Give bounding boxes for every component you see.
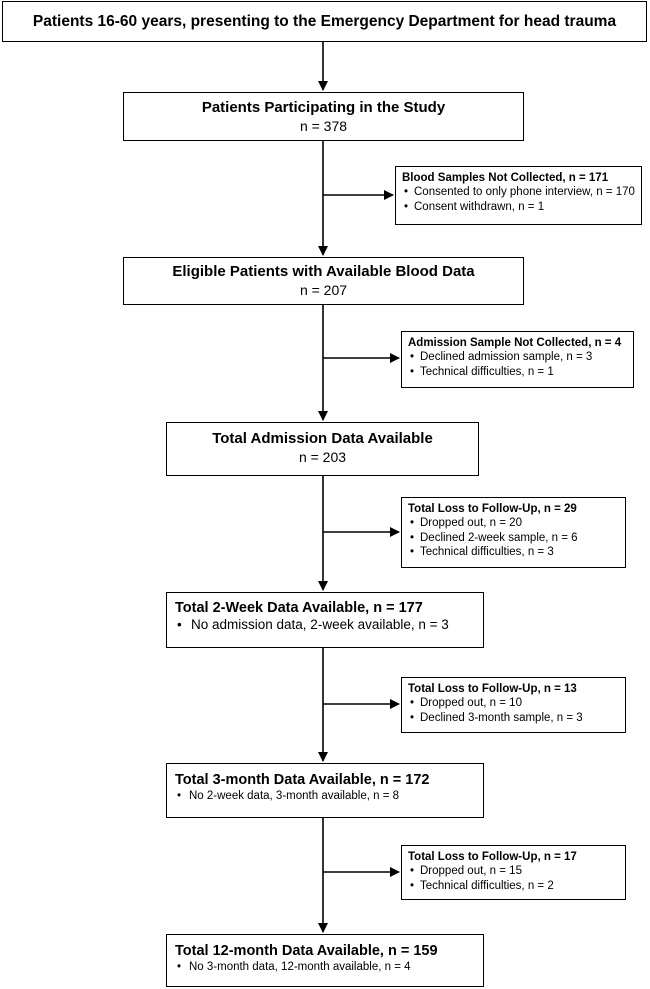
bullet-icon: • [177,790,182,803]
bullet-icon: • [410,697,415,710]
box-loss-to-follow-up-3month: Total Loss to Follow-Up, n = 13 •Dropped… [401,677,626,733]
bullet-icon: • [410,865,415,878]
bullet-icon: • [404,186,409,199]
bullet-icon: • [410,517,415,530]
blood-not-collected-title: Blood Samples Not Collected, n = 171 [402,172,609,184]
box-2week-data: Total 2-Week Data Available, n = 177 •No… [166,592,484,648]
box-admission-data: Total Admission Data Available n = 203 [166,422,479,476]
blood-item: •Consent withdrawn, n = 1 [404,200,545,213]
admission-data-count: n = 203 [298,448,347,465]
box-eligible: Eligible Patients with Available Blood D… [123,257,524,305]
3month-data-note: •No 2-week data, 3-month available, n = … [177,790,399,803]
loss-3month-item: •Dropped out, n = 10 [410,697,522,710]
participating-title: Patients Participating in the Study [201,99,446,116]
participating-count: n = 378 [299,117,348,134]
box-blood-not-collected: Blood Samples Not Collected, n = 171 •Co… [395,166,642,225]
box-3month-data: Total 3-month Data Available, n = 172 •N… [166,763,484,818]
loss-3month-title: Total Loss to Follow-Up, n = 13 [408,683,577,695]
loss-2week-title: Total Loss to Follow-Up, n = 29 [408,503,577,515]
loss-2week-item: •Dropped out, n = 20 [410,517,522,530]
bullet-icon: • [404,200,409,213]
bullet-icon: • [410,546,415,559]
box-12month-data: Total 12-month Data Available, n = 159 •… [166,934,484,987]
loss-12month-item: •Dropped out, n = 15 [410,865,522,878]
2week-data-note: •No admission data, 2-week available, n … [177,617,449,633]
admission-not-collected-title: Admission Sample Not Collected, n = 4 [408,337,622,349]
bullet-icon: • [177,961,182,974]
eligible-title: Eligible Patients with Available Blood D… [172,263,475,280]
bullet-icon: • [177,617,182,633]
source-population-title: Patients 16-60 years, presenting to the … [32,13,617,30]
loss-12month-title: Total Loss to Follow-Up, n = 17 [408,851,577,863]
12month-data-note: •No 3-month data, 12-month available, n … [177,961,411,974]
loss-3month-item: •Declined 3-month sample, n = 3 [410,711,583,724]
bullet-icon: • [410,711,415,724]
eligible-count: n = 207 [299,281,348,298]
bullet-icon: • [410,531,415,544]
box-source-population: Patients 16-60 years, presenting to the … [2,1,647,42]
admission-item: •Technical difficulties, n = 1 [410,365,554,378]
bullet-icon: • [410,365,415,378]
bullet-icon: • [410,351,415,364]
loss-2week-item: •Declined 2-week sample, n = 6 [410,531,578,544]
loss-2week-item: •Technical difficulties, n = 3 [410,546,554,559]
12month-data-title: Total 12-month Data Available, n = 159 [175,943,438,959]
bullet-icon: • [410,879,415,892]
loss-12month-item: •Technical difficulties, n = 2 [410,879,554,892]
3month-data-title: Total 3-month Data Available, n = 172 [175,772,430,788]
admission-item: •Declined admission sample, n = 3 [410,351,593,364]
box-loss-to-follow-up-12month: Total Loss to Follow-Up, n = 17 •Dropped… [401,845,626,900]
box-participating: Patients Participating in the Study n = … [123,92,524,141]
2week-data-title: Total 2-Week Data Available, n = 177 [175,600,423,616]
admission-data-title: Total Admission Data Available [212,430,433,447]
box-loss-to-follow-up-2week: Total Loss to Follow-Up, n = 29 •Dropped… [401,497,626,568]
blood-item: •Consented to only phone interview, n = … [404,186,635,199]
box-admission-not-collected: Admission Sample Not Collected, n = 4 •D… [401,331,634,388]
